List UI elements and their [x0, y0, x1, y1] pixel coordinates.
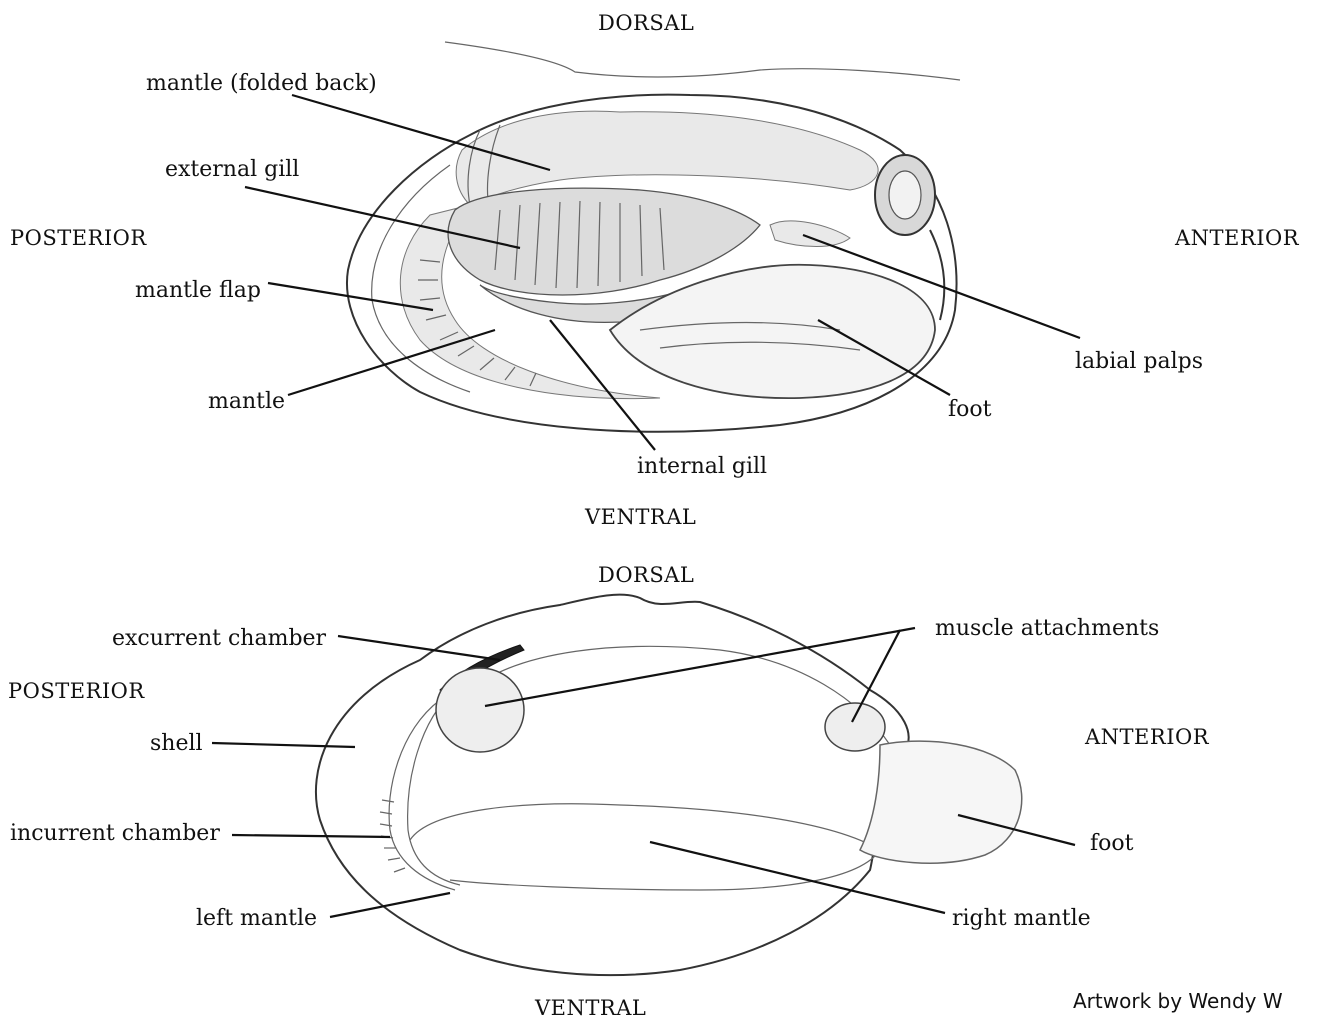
label-mantle-folded-back: mantle (folded back) [146, 71, 377, 96]
label-foot-bottom: foot [1090, 831, 1134, 856]
label-incurrent-chamber: incurrent chamber [10, 821, 220, 846]
bottom-dorsal-label: DORSAL [598, 563, 694, 587]
anterior-muscle-scar [825, 703, 885, 751]
leader-shell [212, 743, 355, 747]
artwork-credit: Artwork by Wendy W [1073, 989, 1283, 1013]
top-dorsal-label: DORSAL [598, 11, 694, 35]
label-shell: shell [150, 731, 203, 756]
label-mantle: mantle [208, 389, 285, 414]
label-labial-palps: labial palps [1075, 349, 1203, 374]
leader-incurrent-chamber [232, 835, 390, 837]
label-external-gill: external gill [165, 157, 299, 182]
top-ventral-label: VENTRAL [584, 505, 696, 529]
bottom-ventral-label: VENTRAL [534, 996, 646, 1020]
leader-muscle-attachments-anterior [852, 630, 900, 722]
top-anterior-label: ANTERIOR [1174, 226, 1300, 250]
label-mantle-flap: mantle flap [135, 278, 261, 303]
label-internal-gill: internal gill [637, 454, 767, 479]
top-posterior-label: POSTERIOR [10, 226, 147, 250]
leader-excurrent-chamber [338, 636, 500, 660]
bottom-posterior-label: POSTERIOR [8, 679, 145, 703]
leader-muscle-attachments-posterior [485, 628, 915, 706]
label-left-mantle: left mantle [196, 906, 317, 931]
label-right-mantle: right mantle [952, 906, 1091, 931]
bottom-anterior-label: ANTERIOR [1084, 725, 1210, 749]
label-excurrent-chamber: excurrent chamber [112, 626, 327, 651]
label-foot-top: foot [948, 397, 992, 422]
label-muscle-attachments: muscle attachments [935, 616, 1159, 641]
bottom-clam-drawing [316, 595, 1022, 975]
leader-left-mantle [330, 893, 450, 917]
posterior-muscle-scar [436, 668, 524, 752]
top-clam-drawing [347, 42, 960, 432]
